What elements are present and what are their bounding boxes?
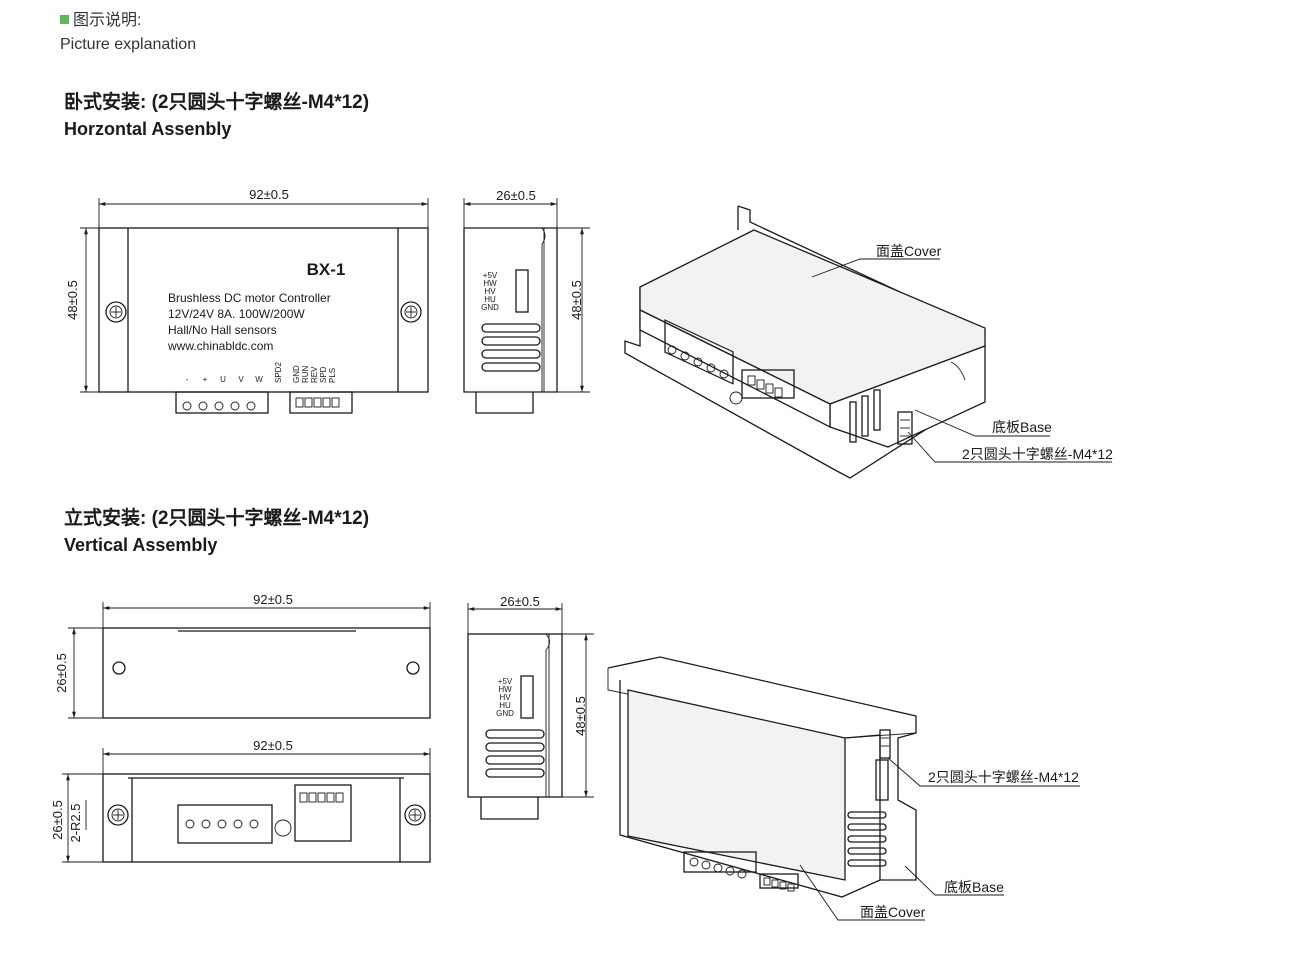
dim-width-vertical-top: 92±0.5	[253, 592, 293, 607]
mount-screw-iso-icon	[897, 411, 913, 445]
callout-screw-bottom: 2只圆头十字螺丝-M4*12	[928, 769, 1079, 785]
section-horizontal-title: 卧式安装: (2只圆头十字螺丝-M4*12) Horzontal Assenbl…	[64, 90, 369, 142]
callout-screw-top: 2只圆头十字螺丝-M4*12	[962, 446, 1113, 462]
pin-label-pls: PLS	[328, 368, 337, 383]
header-title-cn: 图示说明:	[60, 6, 141, 30]
hall-connector	[515, 269, 529, 313]
mount-screw-viso-icon	[879, 729, 891, 759]
pin-label-spd2: SPD2	[274, 362, 283, 383]
callout-base-bottom: 底板Base	[944, 879, 1004, 895]
hall-label-hw: HW	[483, 279, 497, 288]
pin-label-v: V	[238, 375, 244, 384]
dim-width-top: 92±0.5	[249, 187, 289, 202]
section-vertical-cn: 立式安装: (2只圆头十字螺丝-M4*12)	[64, 508, 370, 529]
hall-label-gnd-v: GND	[496, 709, 514, 718]
callout-base-top: 底板Base	[992, 419, 1052, 435]
product-line4: www.chinabldc.com	[167, 339, 273, 353]
hall-label-hv: HV	[484, 287, 496, 296]
hall-label-hw-v: HW	[498, 685, 512, 694]
hall-label-5v-v: +5V	[498, 677, 513, 686]
mount-screw-vright-icon	[404, 804, 426, 826]
dim-height-vertical: 48±0.5	[573, 696, 588, 736]
signal-terminal-block	[289, 391, 353, 414]
dim-radius: 2-R2.5	[68, 803, 83, 842]
mount-screw-right-icon	[400, 301, 422, 323]
hall-label-hu-v: HU	[499, 701, 511, 710]
mount-screw-vleft-icon	[107, 804, 129, 826]
product-line1: Brushless DC motor Controller	[168, 291, 331, 305]
pin-label-spd: SPD	[319, 366, 328, 383]
dim-height-left: 48±0.5	[65, 280, 80, 320]
horizontal-isometric-view: 面盖Cover 底板Base 2只圆头十字螺丝-M4*12	[624, 205, 1113, 479]
dim-thick-front: 26±0.5	[50, 800, 65, 840]
power-terminal-block	[175, 391, 269, 414]
dim-width-vertical-front: 92±0.5	[253, 738, 293, 753]
dim-depth-vertical: 26±0.5	[500, 594, 540, 609]
pin-label-rev: REV	[310, 366, 319, 383]
callout-cover-top: 面盖Cover	[876, 243, 942, 259]
header-title-en: Picture explanation	[60, 36, 197, 53]
vertical-isometric-view: 2只圆头十字螺丝-M4*12 底板Base 面盖Cover	[607, 656, 1080, 921]
section-horizontal-cn: 卧式安装: (2只圆头十字螺丝-M4*12)	[64, 92, 370, 113]
hall-label-gnd: GND	[481, 303, 499, 312]
horizontal-side-view: 26±0.5 48±0.5 +5V HW HV HU GND	[463, 188, 590, 414]
hall-label-hu: HU	[484, 295, 496, 304]
signal-terminal-block-vertical	[294, 784, 352, 842]
product-line3: Hall/No Hall sensors	[168, 323, 277, 337]
section-vertical-title: 立式安装: (2只圆头十字螺丝-M4*12) Vertical Assembly	[64, 506, 369, 558]
section-horizontal-en: Horzontal Assenbly	[64, 119, 232, 139]
pin-label-run: RUN	[301, 365, 310, 383]
callout-cover-bottom: 面盖Cover	[860, 904, 926, 920]
vertical-top-view: 92±0.5 26±0.5	[54, 592, 431, 719]
pin-label-pos: +	[203, 375, 208, 384]
product-line2: 12V/24V 8A. 100W/200W	[168, 307, 305, 321]
mount-screw-left-icon	[105, 301, 127, 323]
power-terminal-block-vertical	[177, 804, 273, 844]
dim-depth-top: 26±0.5	[496, 188, 536, 203]
section-vertical-en: Vertical Assembly	[64, 535, 218, 555]
pin-label-u: U	[220, 375, 226, 384]
product-model: BX-1	[307, 260, 346, 279]
dim-height-side: 48±0.5	[569, 280, 584, 320]
vertical-side-view: 26±0.5 48±0.5 +5V HW HV HU GND	[467, 594, 594, 820]
dim-thick-top: 26±0.5	[54, 653, 69, 693]
green-square-icon	[60, 15, 69, 24]
hall-connector-vertical	[520, 675, 534, 719]
horizontal-front-view: 92±0.5 48±0.5 BX-1 Brushless DC motor Co…	[65, 187, 429, 414]
pin-label-w: W	[255, 375, 263, 384]
pin-label-neg: -	[186, 375, 189, 384]
hall-label-hv-v: HV	[499, 693, 511, 702]
pin-label-gnd: GND	[292, 365, 301, 383]
vertical-front-view: 92±0.5 26±0.5 2-R2.5	[50, 738, 431, 863]
hall-label-5v: +5V	[483, 271, 498, 280]
